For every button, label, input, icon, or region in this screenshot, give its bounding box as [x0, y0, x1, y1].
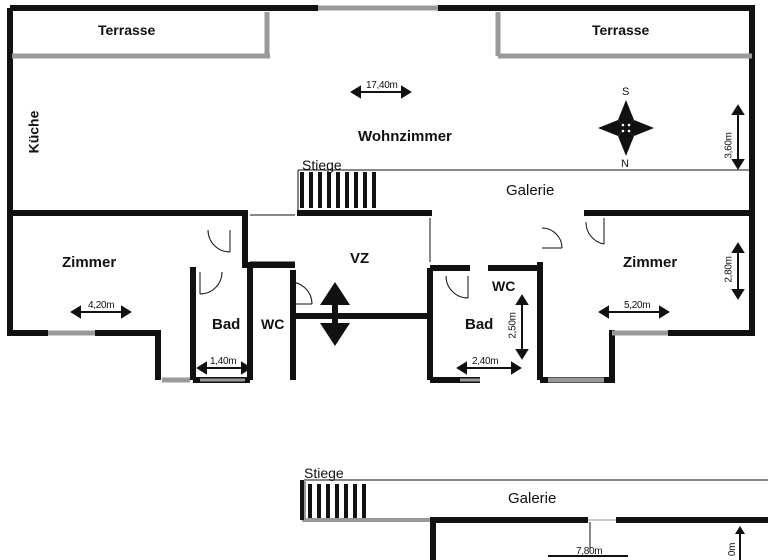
- dim-room-left-width: 4,20m: [88, 300, 115, 311]
- bath-right-label: Bad: [465, 316, 494, 333]
- dim-room-right-depth: 2,80m: [723, 256, 735, 283]
- lower-stairs-label: Stiege: [304, 465, 344, 481]
- room-right-label: Zimmer: [623, 254, 678, 271]
- terrace-rails: [12, 5, 752, 383]
- compass-north-label: N: [621, 158, 629, 170]
- stairs-label: Stiege: [302, 157, 342, 173]
- terrace-right-label: Terrasse: [592, 22, 650, 38]
- compass-icon: [598, 100, 654, 156]
- dim-bath-right-depth: 2,50m: [507, 312, 519, 339]
- terrace-left-label: Terrasse: [98, 22, 156, 38]
- dim-room-right-width: 5,20m: [624, 300, 651, 311]
- stairs-upper: [300, 172, 376, 208]
- bath-left-label: Bad: [212, 316, 241, 333]
- dim-living-depth: 3,60m: [723, 132, 735, 159]
- gallery-label: Galerie: [506, 182, 555, 199]
- lower-dim-width: 7,80m: [576, 546, 603, 557]
- lower-floor-walls: [300, 479, 768, 560]
- kitchen-label: Küche: [25, 110, 42, 154]
- dimension-arrows: [70, 85, 745, 375]
- lower-dim-partial: 0m: [727, 542, 739, 557]
- gallery-edge: [297, 169, 752, 213]
- dim-living-width: 17,40m: [366, 80, 398, 91]
- upper-floor-walls: [7, 5, 755, 383]
- living-room-label: Wohnzimmer: [358, 128, 452, 145]
- lower-gallery-label: Galerie: [508, 490, 557, 507]
- room-left-label: Zimmer: [62, 254, 117, 271]
- doors: [199, 214, 605, 305]
- wc-left-label: WC: [261, 316, 285, 332]
- wc-right-label: WC: [492, 278, 516, 294]
- dim-bath-left-width: 1,40m: [210, 356, 237, 367]
- compass-south-label: S: [622, 86, 630, 98]
- vertical-arrow-hall: [320, 282, 350, 346]
- hall-label: VZ: [350, 250, 370, 267]
- dim-bath-right-width: 2,40m: [472, 356, 499, 367]
